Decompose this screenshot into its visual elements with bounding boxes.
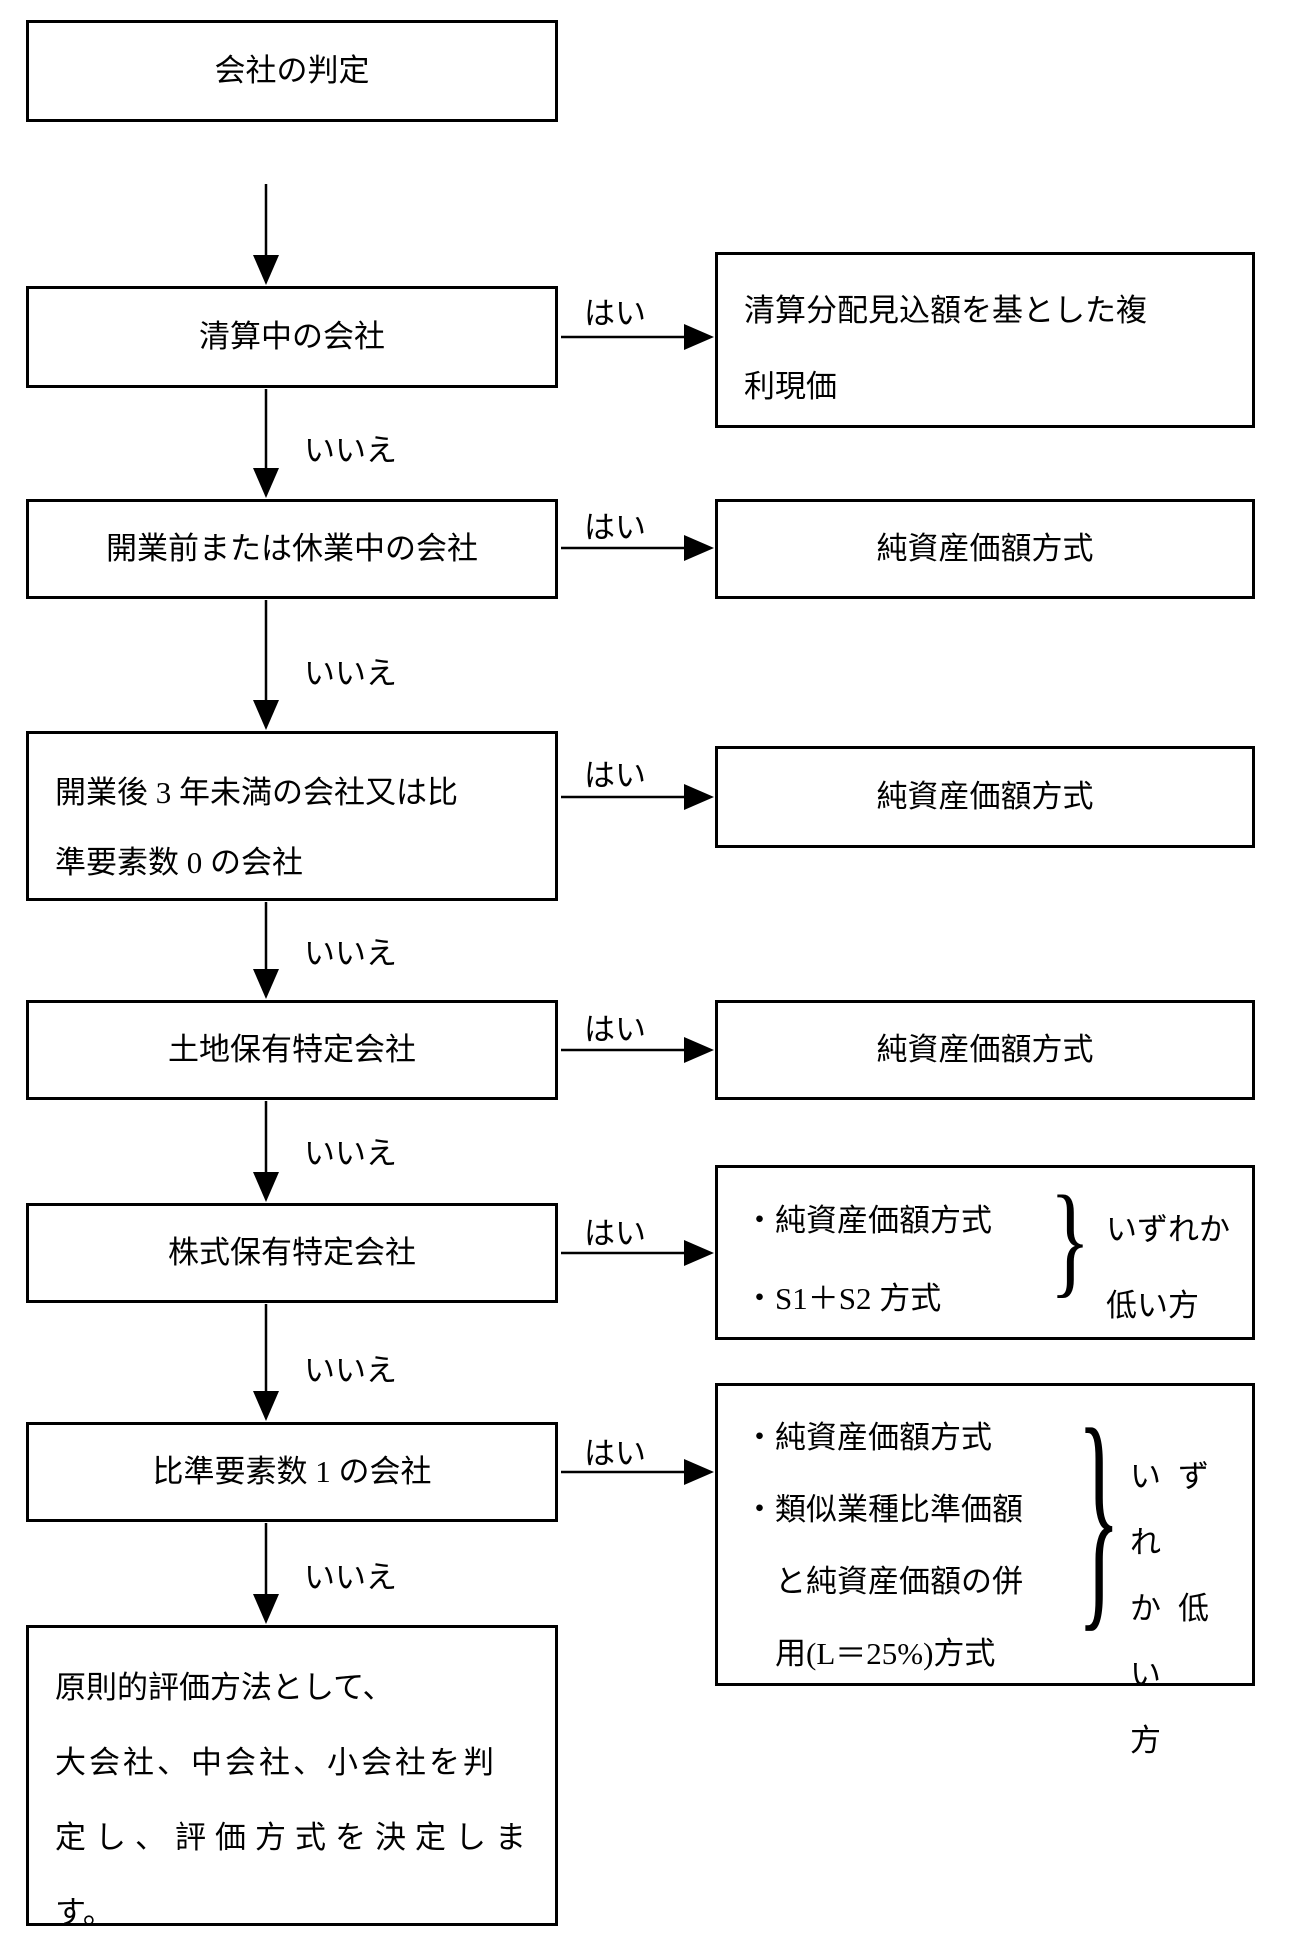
- decision-box-stock-holding: 株式保有特定会社: [26, 1203, 558, 1303]
- brace-note-line: いずれ: [1130, 1459, 1226, 1560]
- decision-label: 清算中の会社: [199, 319, 385, 355]
- result-box-under-3-years: 純資産価額方式: [715, 746, 1255, 848]
- no-label-4: いいえ: [304, 1136, 397, 1171]
- final-text: 大会社、中会社、小会社を判: [55, 1745, 497, 1780]
- decision-label: 開業後 3 年未満の会社又は比: [55, 775, 458, 810]
- final-text: 定し、評価方式を決定しま: [55, 1820, 535, 1855]
- result-item: と純資産価額の併: [775, 1564, 1023, 1599]
- result-item: ・純資産価額方式: [744, 1203, 992, 1238]
- decision-label: 開業前または休業中の会社: [106, 531, 478, 567]
- brace-note: いずれ か低い 方: [1130, 1444, 1252, 1774]
- decision-box-land-holding: 土地保有特定会社: [26, 1000, 558, 1100]
- decision-label: 比準要素数 1 の会社: [152, 1454, 432, 1490]
- yes-label-1: はい: [584, 296, 646, 331]
- result-text: 清算分配見込額を基とした複: [744, 293, 1147, 328]
- decision-box-under-3-years: 開業後 3 年未満の会社又は比 準要素数 0 の会社: [26, 731, 558, 901]
- decision-label: 株式保有特定会社: [168, 1235, 416, 1271]
- start-box-label: 会社の判定: [214, 53, 370, 89]
- final-text: す。: [55, 1895, 114, 1930]
- brace-glyph: }: [1049, 1170, 1091, 1309]
- result-item: ・類似業種比準価額: [744, 1492, 1023, 1527]
- result-text: 純資産価額方式: [876, 1032, 1094, 1068]
- no-label-1: いいえ: [304, 433, 397, 468]
- brace-note-line: 方: [1130, 1723, 1178, 1758]
- result-box-one-comparison-factor: ・純資産価額方式 ・類似業種比準価額 と純資産価額の併 用(L＝25%)方式 }…: [715, 1378, 1255, 1758]
- decision-box-liquidation: 清算中の会社: [26, 286, 558, 388]
- no-label-2: いいえ: [304, 656, 397, 691]
- decision-box-one-comparison-factor: 比準要素数 1 の会社: [26, 1422, 558, 1522]
- result-box-land-holding: 純資産価額方式: [715, 1000, 1255, 1100]
- result-text: 純資産価額方式: [876, 531, 1094, 567]
- yes-label-3: はい: [584, 758, 646, 793]
- no-label-3: いいえ: [304, 936, 397, 971]
- yes-label-4: はい: [584, 1012, 646, 1047]
- brace-note: いずれか 低い方: [1106, 1192, 1230, 1344]
- result-box-liquidation: 清算分配見込額を基とした複 利現価: [715, 252, 1255, 428]
- result-box-stock-holding: ・純資産価額方式 ・S1＋S2 方式 } いずれか 低い方: [715, 1165, 1255, 1340]
- decision-box-pre-opening: 開業前または休業中の会社: [26, 499, 558, 599]
- final-text: 原則的評価方法として、: [55, 1670, 394, 1705]
- yes-label-5: はい: [584, 1216, 646, 1251]
- result-text: 利現価: [744, 369, 837, 404]
- result-box-pre-opening: 純資産価額方式: [715, 499, 1255, 599]
- brace-glyph: }: [1077, 1378, 1121, 1652]
- result-item: ・純資産価額方式: [744, 1420, 992, 1455]
- yes-label-2: はい: [584, 510, 646, 545]
- no-label-5: いいえ: [304, 1353, 397, 1388]
- no-label-6: いいえ: [304, 1560, 397, 1595]
- result-text: 純資産価額方式: [876, 779, 1094, 815]
- result-item: ・S1＋S2 方式: [744, 1281, 942, 1316]
- result-item: 用(L＝25%)方式: [775, 1636, 996, 1671]
- decision-label: 準要素数 0 の会社: [55, 845, 303, 880]
- decision-label: 土地保有特定会社: [168, 1032, 416, 1068]
- brace-note-line: 低い方: [1106, 1288, 1199, 1323]
- final-box-principle-method: 原則的評価方法として、 大会社、中会社、小会社を判 定し、評価方式を決定しま す…: [26, 1625, 558, 1930]
- brace-note-line: か低い: [1130, 1591, 1226, 1692]
- start-box: 会社の判定: [26, 20, 558, 122]
- brace-note-line: いずれか: [1106, 1212, 1230, 1247]
- yes-label-6: はい: [584, 1436, 646, 1471]
